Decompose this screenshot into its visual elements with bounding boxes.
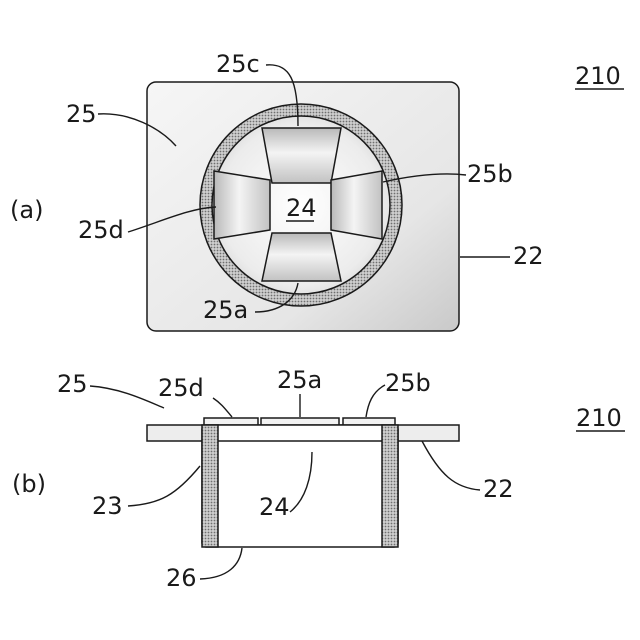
label-b-24: 24: [259, 493, 290, 521]
figure-ref-label: 210: [575, 62, 621, 90]
panel-b-tag: (b): [12, 470, 46, 498]
label-a-25d: 25d: [78, 216, 124, 244]
label-b-25a: 25a: [277, 366, 322, 394]
body-24-side: [202, 425, 398, 547]
electrode-25a-side: [261, 418, 339, 425]
panel-b: (b) 25 25d 25a 25b 23 24 22 26: [12, 366, 514, 592]
label-b-23: 23: [92, 492, 123, 520]
label-b-22: 22: [483, 475, 514, 503]
label-a-25b: 25b: [467, 160, 513, 188]
leader-b-25: [90, 386, 164, 408]
label-b-25d: 25d: [158, 374, 204, 402]
electrode-25a: [262, 233, 341, 281]
figure-ref-bottom: 210: [576, 404, 625, 432]
electrode-25c: [262, 128, 341, 183]
leader-b-25d: [213, 398, 232, 417]
electrode-25b-side: [343, 418, 395, 425]
leader-b-22: [422, 441, 480, 490]
figure-ref-top: 210: [575, 62, 624, 90]
electrode-25d-side: [204, 418, 258, 425]
electrode-25d: [214, 171, 270, 239]
electrode-25b: [331, 171, 382, 239]
label-a-25c: 25c: [216, 50, 260, 78]
panel-a-tag: (a): [10, 196, 43, 224]
leader-b-26: [200, 548, 242, 579]
label-a-24: 24: [286, 194, 317, 222]
label-b-25b: 25b: [385, 369, 431, 397]
figure-ref-label-b: 210: [576, 404, 622, 432]
label-a-25: 25: [66, 100, 97, 128]
leader-b-23: [128, 466, 200, 506]
leader-b-25b: [366, 385, 385, 417]
panel-a: (a) 25 25c 25b 24 25d 22 25a: [10, 50, 544, 331]
side-wall-23-right: [382, 425, 398, 547]
label-a-25a: 25a: [203, 296, 248, 324]
side-wall-23-left: [202, 425, 218, 547]
label-b-25: 25: [57, 370, 88, 398]
label-b-26: 26: [166, 564, 197, 592]
label-a-22: 22: [513, 242, 544, 270]
